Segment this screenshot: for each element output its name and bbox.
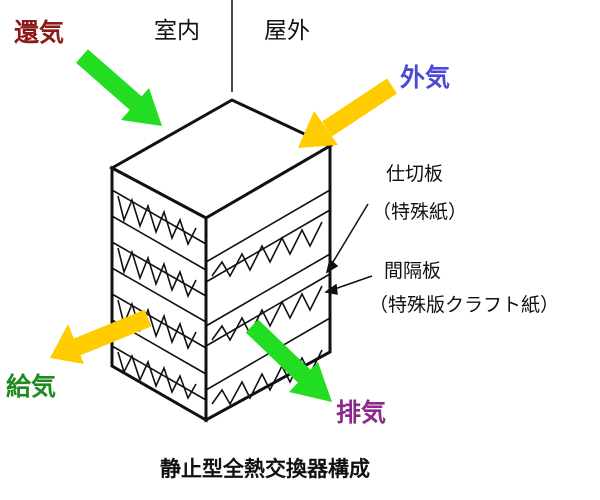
partition-plate-label: 仕切板 bbox=[386, 163, 444, 185]
core-right-face bbox=[204, 143, 332, 423]
partition-material-label: （特殊紙） bbox=[372, 201, 468, 223]
exhaust-air-arrow bbox=[245, 319, 332, 402]
supply-air-label: 給気 bbox=[6, 372, 57, 401]
return-air-label: 還気 bbox=[14, 18, 65, 47]
diagram-caption: 静止型全熱交換器構成 bbox=[160, 457, 370, 481]
spacer-plate-label: 間隔板 bbox=[384, 260, 442, 282]
return-air-arrow bbox=[76, 49, 162, 126]
exhaust-air-label: 排気 bbox=[336, 398, 387, 427]
supply-air-arrow bbox=[50, 309, 152, 364]
partition-pointer-line bbox=[326, 203, 369, 273]
right-face-layers bbox=[205, 189, 331, 406]
outside-air-arrow bbox=[298, 78, 397, 148]
indoor-label: 室内 bbox=[154, 18, 200, 44]
label-pointers bbox=[324, 203, 373, 295]
outside-air-label: 外気 bbox=[400, 63, 451, 92]
spacer-material-label: （特殊版クラフト紙） bbox=[369, 294, 560, 316]
partition-pointer-head bbox=[325, 258, 339, 274]
outdoor-label: 屋外 bbox=[264, 18, 310, 44]
spacer-pointer-head bbox=[324, 283, 338, 295]
heat-exchanger-core bbox=[108, 98, 334, 423]
